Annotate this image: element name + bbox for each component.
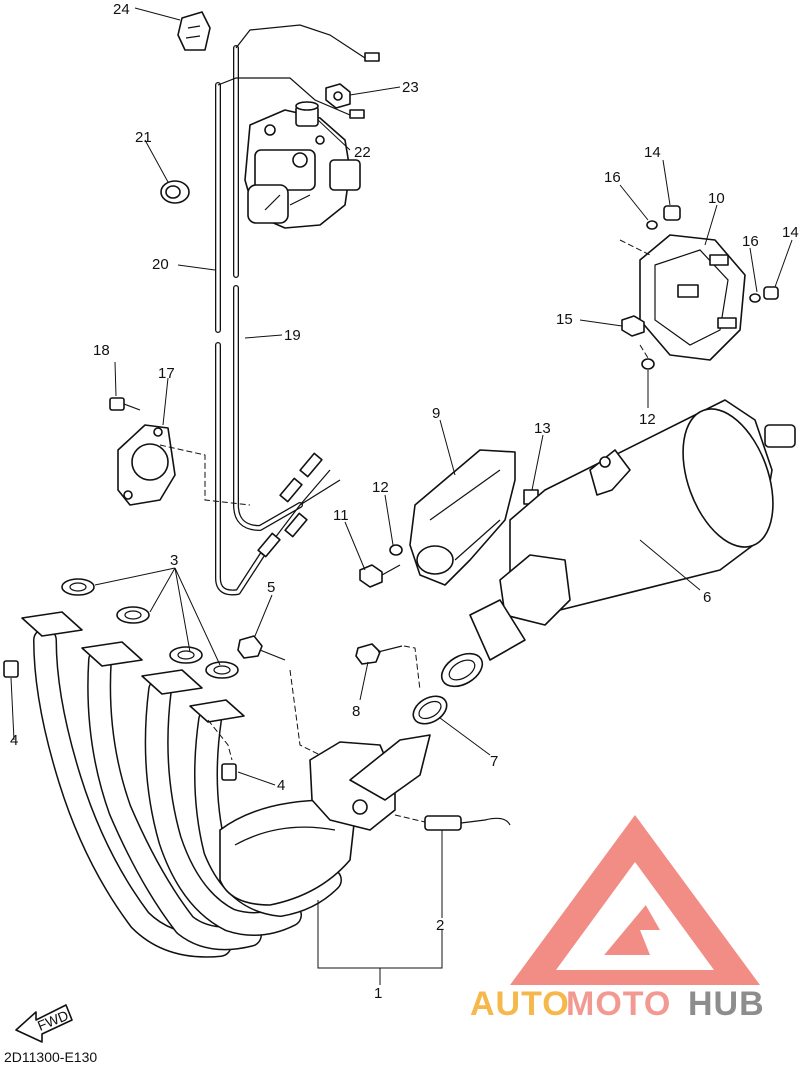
- callout-23: 23: [402, 79, 419, 96]
- callout-4a: 4: [10, 732, 18, 749]
- gaskets-3: [61, 578, 239, 679]
- watermark-moto: MOTO: [566, 985, 671, 1023]
- bracket-24: [177, 11, 211, 51]
- callout-14a: 14: [644, 144, 661, 161]
- bolt-14b: [763, 286, 779, 300]
- callout-16a: 16: [604, 169, 621, 186]
- washer-16a: [646, 220, 658, 230]
- throttle-cables: [215, 24, 380, 596]
- callout-19: 19: [284, 327, 301, 344]
- nut-15: [621, 315, 645, 337]
- watermark-hub: HUB: [688, 985, 765, 1023]
- callout-17: 17: [158, 365, 175, 382]
- watermark-auto: AUTO: [470, 985, 570, 1023]
- bolt-11: [359, 564, 401, 588]
- callout-24: 24: [113, 1, 130, 18]
- bolt-18: [109, 397, 141, 411]
- muffler-protector-10: [639, 234, 746, 361]
- fwd-arrow: [15, 1004, 73, 1043]
- callout-15: 15: [556, 311, 573, 328]
- bracket-17: [117, 424, 176, 506]
- callout-1: 1: [374, 985, 382, 1002]
- callout-16b: 16: [742, 233, 759, 250]
- nut-4a: [3, 660, 19, 678]
- callout-12a: 12: [372, 479, 389, 496]
- watermark-logo: [510, 815, 760, 985]
- oxygen-sensor-2: [394, 814, 511, 831]
- washer-16b: [749, 293, 761, 303]
- callout-labels: 24 23 22 21 20 19 18 17 14 16 10 16 14 1…: [10, 1, 799, 1002]
- callout-9: 9: [432, 405, 440, 422]
- nut-23: [325, 83, 351, 109]
- exhaust-servo-motor: [244, 109, 361, 229]
- grommet-21: [160, 180, 190, 204]
- bolt-5: [237, 635, 286, 661]
- callout-7: 7: [490, 753, 498, 770]
- callout-10: 10: [708, 190, 725, 207]
- washer-12b: [641, 358, 655, 370]
- callout-14b: 14: [782, 224, 799, 241]
- callout-2: 2: [436, 917, 444, 934]
- callout-3: 3: [170, 552, 178, 569]
- callout-5: 5: [267, 579, 275, 596]
- gasket-7: [412, 695, 448, 725]
- callout-12b: 12: [639, 411, 656, 428]
- heat-protector-9: [409, 449, 516, 586]
- callout-8: 8: [352, 703, 360, 720]
- callout-13: 13: [534, 420, 551, 437]
- callout-4b: 4: [277, 777, 285, 794]
- callout-6: 6: [703, 589, 711, 606]
- callout-21: 21: [135, 129, 152, 146]
- callout-11: 11: [333, 507, 349, 524]
- bolt-8: [355, 643, 403, 665]
- diagram-code: 2D11300-E130: [4, 1049, 97, 1065]
- collar-22: [295, 101, 319, 127]
- callout-18: 18: [93, 342, 110, 359]
- muffler-6: [440, 399, 796, 688]
- bolt-14a: [663, 205, 681, 221]
- washer-12a: [389, 544, 403, 556]
- exhaust-pipe-assembly-1: [21, 611, 431, 958]
- callout-20: 20: [152, 256, 169, 273]
- callout-22: 22: [354, 144, 371, 161]
- leader-lines: [10, 7, 793, 985]
- nut-4b: [221, 763, 237, 781]
